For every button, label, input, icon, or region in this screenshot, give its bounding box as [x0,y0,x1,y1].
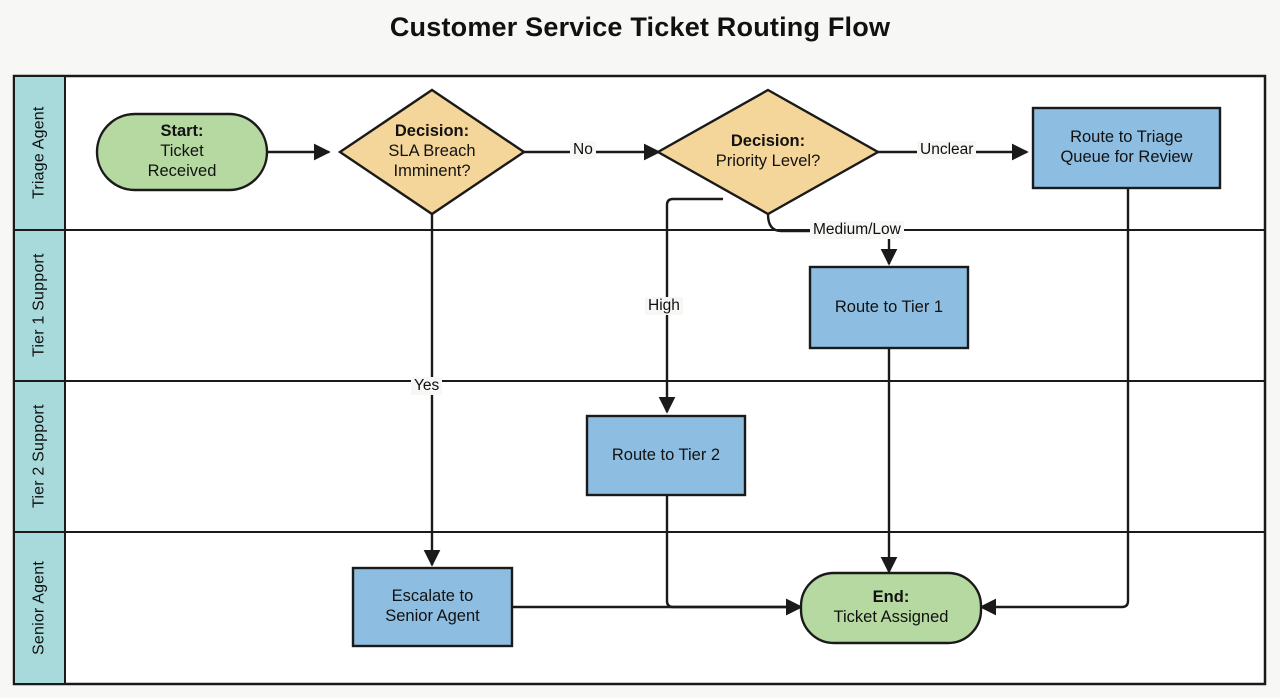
edge-label-high: High [645,297,683,315]
node-shape-decision-sla [337,88,527,216]
flow-node-shapes [95,88,1222,648]
edge-label-medium-low: Medium/Low [810,221,904,239]
edge-label-yes: Yes [411,377,443,395]
lane-label-tier-2-support: Tier 2 Support [30,404,48,509]
node-shape-tier2 [585,414,747,497]
edge-label-no: No [570,141,596,159]
edge-priority-to-tier2 [658,197,723,414]
node-shape-escalate [351,566,514,648]
page-title: Customer Service Ticket Routing Flow [389,12,891,42]
node-shape-tier1 [808,265,970,350]
node-shape-start [95,112,269,192]
node-shape-triage-queue [1031,106,1222,190]
lane-label-senior-agent: Senior Agent [30,560,48,656]
node-shape-decision-priority [655,88,881,216]
lane-label-triage-agent: Triage Agent [30,106,48,200]
edge-triage-queue-to-end [979,188,1130,616]
edge-label-unclear: Unclear [917,141,977,159]
node-shape-end [799,571,983,645]
lane-label-tier-1-support: Tier 1 Support [30,253,48,358]
edge-priority-to-tier1 [766,213,898,266]
